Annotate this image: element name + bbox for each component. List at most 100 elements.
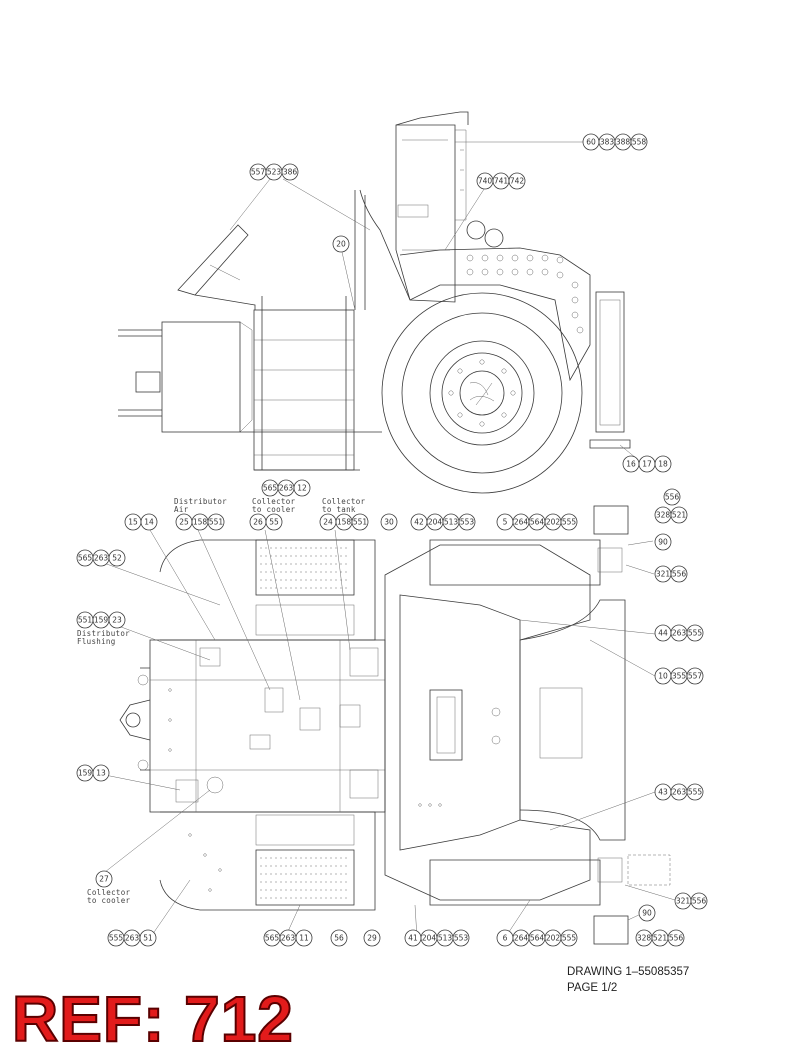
callout-number: 355 [672,672,687,681]
callout-number: 321 [676,897,691,906]
callout-bubble [265,513,283,531]
callout-number: 264 [514,934,529,943]
callout-bubble [654,533,672,551]
drawing-info: DRAWING 1–55085357 PAGE 1/2 [567,964,689,996]
plan-view [119,505,671,945]
callout-bubble [92,764,110,782]
callout-bubble [667,929,685,947]
callout-number: 555 [688,629,703,638]
callout-number: 17 [642,460,652,469]
callout-number: 44 [658,629,668,638]
callout-bubble [295,929,313,947]
callout-number: 30 [384,518,394,527]
note-distributor-air-1: Distributor [174,497,227,506]
callout-number: 328 [637,934,652,943]
callout-number: 263 [672,629,687,638]
callout-bubble [630,133,648,151]
callout-number: 551 [78,616,93,625]
callout-number: 16 [626,460,636,469]
note-collector-tank-1: Collector [322,497,366,506]
callout-number: 26 [253,518,263,527]
callout-bubble [638,904,656,922]
callout-bubble [330,929,348,947]
callout-bubble [663,488,681,506]
callout-bubble [207,513,225,531]
callout-number: 388 [616,138,631,147]
callout-bubble [452,929,470,947]
callout-bubble [380,513,398,531]
callout-number: 41 [408,934,418,943]
callout-number: 513 [438,934,453,943]
callout-number: 565 [265,934,280,943]
note-collector-cooler-b-2: to cooler [87,896,131,905]
note-distributor-flushing-1: Distributor [77,629,130,638]
callout-bubble [363,929,381,947]
callout-number: 555 [688,788,703,797]
callout-c90a: 90 [654,533,672,551]
callout-number: 564 [530,934,545,943]
callout-number: 556 [669,934,684,943]
callout-number: 263 [281,934,296,943]
hydraulic-valves [175,647,379,803]
callout-number: 158 [337,518,352,527]
callout-bubble [108,611,126,629]
callout-number: 263 [672,788,687,797]
leader-lines [89,141,676,939]
top-grating-holes [260,547,350,589]
callout-number: 555 [562,518,577,527]
callout-number: 556 [692,897,707,906]
callout-bubble [458,513,476,531]
callout-bubble [690,892,708,910]
callout-number: 11 [299,934,309,943]
callout-bubble [332,235,350,253]
callout-number: 90 [658,538,668,547]
note-collector-cooler-2: to cooler [252,505,296,514]
callout-number: 20 [336,240,346,249]
callout-number: 555 [562,934,577,943]
note-collector-cooler-b-1: Collector [87,888,131,897]
callout-bubble [108,549,126,567]
callout-number: 551 [353,518,368,527]
callout-number: 202 [546,934,561,943]
callout-c30: 30 [380,513,398,531]
callout-number: 204 [428,518,443,527]
callout-c56: 56 [330,929,348,947]
callout-number: 565 [78,554,93,563]
callout-bubble [95,870,113,888]
callout-number: 29 [367,934,377,943]
callout-number: 43 [658,788,668,797]
callout-bubble [351,513,369,531]
callout-number: 159 [78,769,93,778]
callout-number: 14 [144,518,154,527]
callout-number: 551 [209,518,224,527]
callout-number: 25 [179,518,189,527]
callout-number: 553 [454,934,469,943]
callout-number: 42 [414,518,424,527]
callout-bubble [670,506,688,524]
callout-number: 52 [112,554,122,563]
callout-number: 5 [503,518,508,527]
callout-number: 158 [193,518,208,527]
callout-number: 23 [112,616,122,625]
callout-number: 521 [653,934,668,943]
callout-number: 553 [460,518,475,527]
callout-bubble [293,479,311,497]
callout-number: 90 [642,909,652,918]
callout-c90b: 90 [638,904,656,922]
